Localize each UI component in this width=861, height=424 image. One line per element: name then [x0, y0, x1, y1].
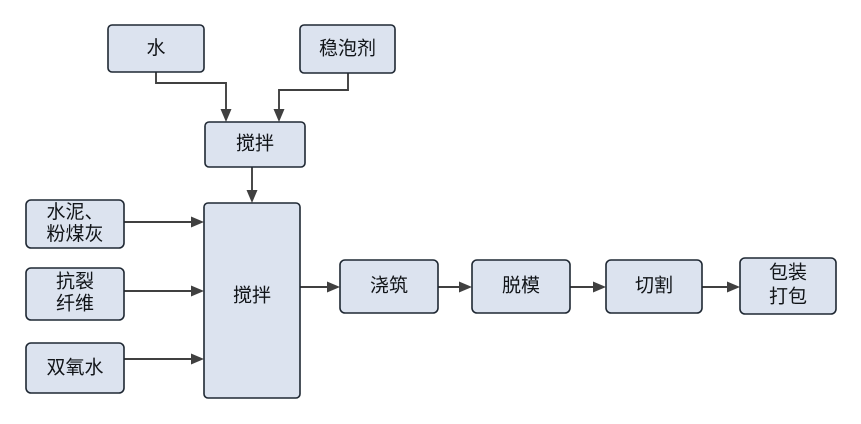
- node-mix-first[interactable]: 搅拌: [204, 121, 306, 168]
- node-cutting[interactable]: 切割: [605, 259, 703, 314]
- arrowhead-demould-to-cutting: [593, 281, 606, 293]
- arrowhead-fiber-to-mix2: [191, 285, 204, 297]
- edge-water-to-mix1: [155, 72, 227, 113]
- arrowhead-foamstab-to-mix1: [273, 109, 285, 122]
- node-foam-stabilizer-label: 稳泡剂: [319, 37, 376, 59]
- edge-foamstab-to-mix1: [278, 73, 349, 113]
- node-hydrogen-peroxide-label: 双氧水: [46, 356, 103, 378]
- node-casting-box[interactable]: [339, 259, 439, 314]
- node-cement-fly-ash-label-line2: 粉煤灰: [46, 223, 103, 245]
- node-cutting-label: 切割: [635, 274, 673, 296]
- arrowhead-mix2-to-casting: [327, 281, 340, 293]
- node-mix-second-label: 搅拌: [233, 284, 271, 306]
- node-foam-stabilizer-box[interactable]: [299, 24, 396, 74]
- arrowhead-casting-to-demould: [459, 281, 472, 293]
- node-casting-label: 浇筑: [370, 274, 408, 296]
- node-packaging[interactable]: 包装 打包: [739, 257, 837, 315]
- node-foam-stabilizer[interactable]: 稳泡剂: [299, 24, 396, 74]
- node-water-box[interactable]: [107, 24, 205, 73]
- node-hydrogen-peroxide[interactable]: 双氧水: [25, 342, 125, 394]
- node-packaging-label-line1: 包装: [769, 261, 807, 283]
- node-cement-fly-ash-label-line1: 水泥、: [46, 201, 103, 223]
- node-water[interactable]: 水: [107, 24, 205, 73]
- arrowhead-water-to-mix1: [220, 109, 232, 122]
- node-cement-fly-ash-box[interactable]: [25, 199, 125, 249]
- node-packaging-box[interactable]: [739, 257, 837, 315]
- node-crack-fiber-label-line2: 纤维: [56, 292, 94, 314]
- node-crack-fiber[interactable]: 抗裂 纤维: [25, 267, 125, 321]
- node-mix-first-box[interactable]: [204, 121, 306, 168]
- node-mix-second-box[interactable]: [203, 202, 301, 399]
- node-demould[interactable]: 脱模: [471, 259, 571, 314]
- node-water-label: 水: [146, 37, 165, 59]
- node-layer: 水 稳泡剂 搅拌 水泥、 粉煤灰 抗裂 纤维: [25, 24, 837, 399]
- node-cutting-box[interactable]: [605, 259, 703, 314]
- arrowhead-peroxide-to-mix2: [191, 353, 204, 365]
- node-casting[interactable]: 浇筑: [339, 259, 439, 314]
- node-mix-first-label: 搅拌: [236, 132, 274, 154]
- node-cement-fly-ash[interactable]: 水泥、 粉煤灰: [25, 199, 125, 249]
- node-crack-fiber-box[interactable]: [25, 267, 125, 321]
- connector-layer: [124, 72, 740, 365]
- node-demould-box[interactable]: [471, 259, 571, 314]
- arrowhead-cutting-to-packaging: [727, 281, 740, 293]
- node-mix-second[interactable]: 搅拌: [203, 202, 301, 399]
- node-crack-fiber-label-line1: 抗裂: [56, 270, 94, 292]
- arrowhead-mix1-to-mix2: [246, 190, 258, 203]
- node-demould-label: 脱模: [502, 274, 540, 296]
- arrowhead-cement-to-mix2: [191, 216, 204, 228]
- node-hydrogen-peroxide-box[interactable]: [25, 342, 125, 394]
- node-packaging-label-line2: 打包: [769, 285, 807, 307]
